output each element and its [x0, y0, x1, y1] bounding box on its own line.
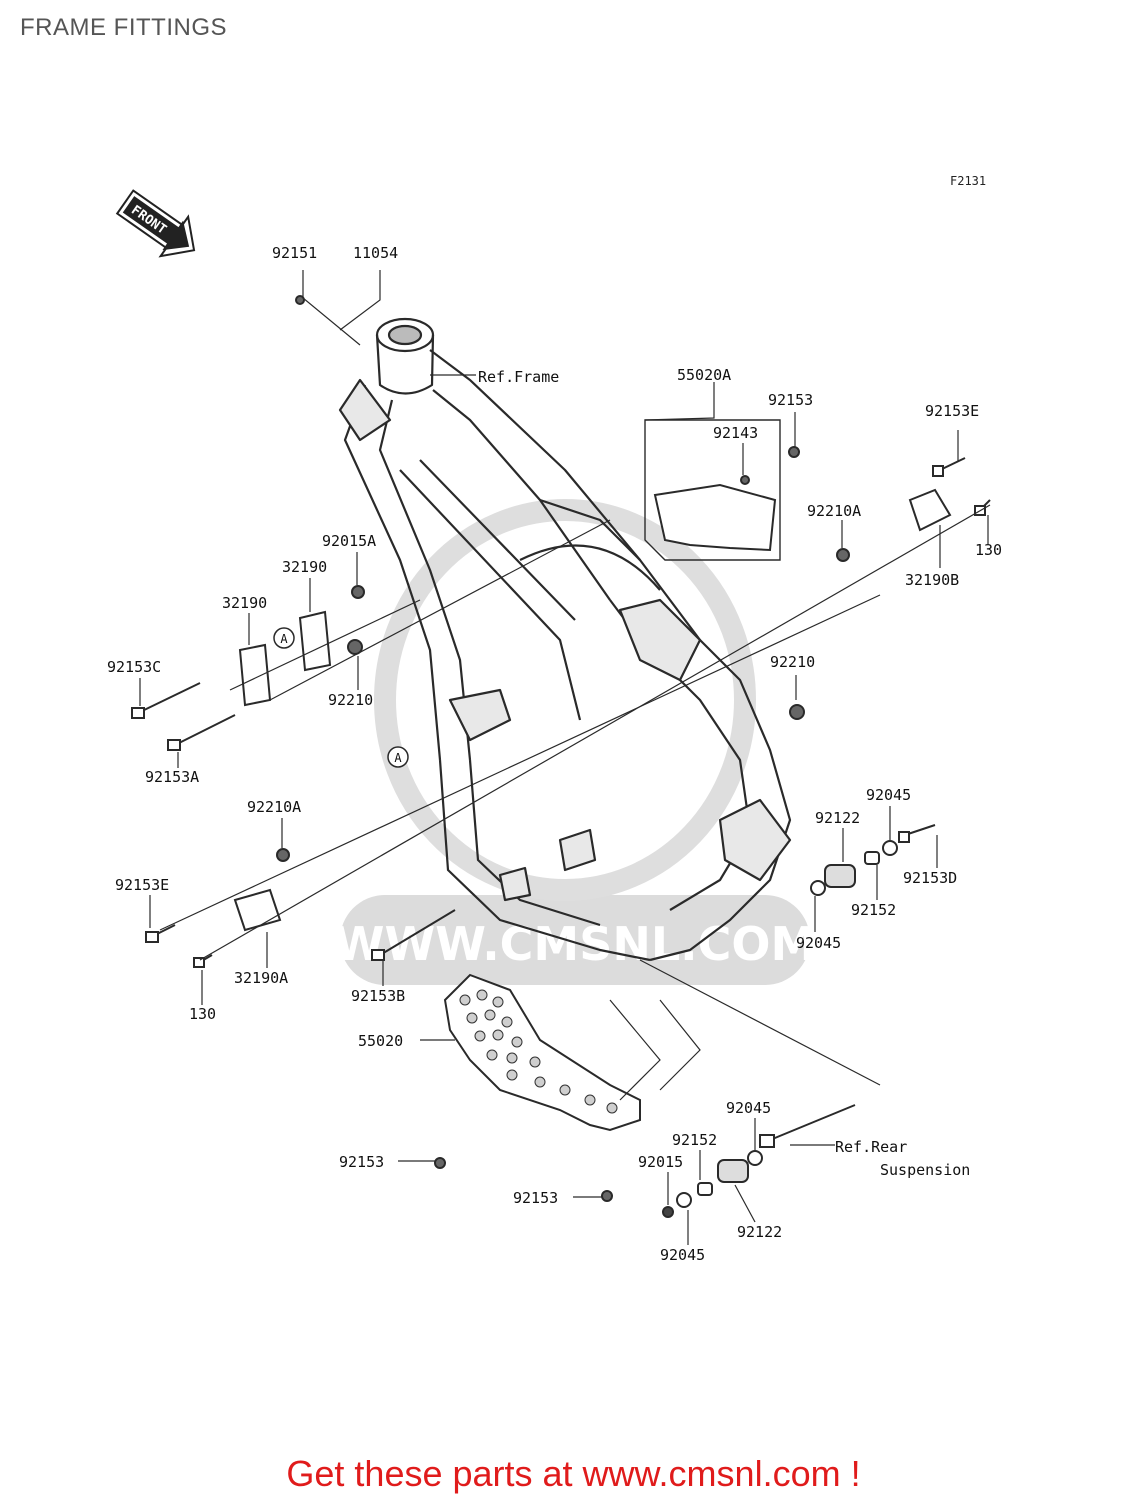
part-label: 130: [189, 1005, 216, 1023]
page-title: FRAME FITTINGS: [20, 14, 227, 41]
part-label: 11054: [353, 244, 398, 262]
front-arrow-icon: FRONT: [115, 189, 196, 258]
part-label: 32190: [282, 558, 327, 576]
part-label: 92210A: [247, 798, 301, 816]
part-label: 92122: [737, 1223, 782, 1241]
part-label: 92153E: [925, 402, 979, 420]
part-label: 92153B: [351, 987, 405, 1005]
figure-code: F2131: [950, 174, 986, 188]
part-label: 92015: [638, 1153, 683, 1171]
part-label: 92045: [796, 934, 841, 952]
part-label: 92210A: [807, 502, 861, 520]
fasteners-illustration: [131, 295, 991, 1218]
promo-link[interactable]: Get these parts at www.cmsnl.com !: [286, 1453, 861, 1494]
part-label: 92152: [672, 1131, 717, 1149]
part-label: 92122: [815, 809, 860, 827]
part-label: 92210: [328, 691, 373, 709]
part-label: 92153D: [903, 869, 957, 887]
part-label: 92153: [768, 391, 813, 409]
part-label: 92045: [866, 786, 911, 804]
part-label: 92015A: [322, 532, 376, 550]
part-label: 130: [975, 541, 1002, 559]
callout-a-upper: A: [273, 627, 295, 649]
skid-plate-illustration: [443, 973, 641, 1132]
part-label: 32190A: [234, 969, 288, 987]
part-labels: 92151 11054 55020A 92153 92143 92153E 92…: [107, 244, 1002, 1264]
ref-frame-label: Ref.Frame: [478, 368, 559, 386]
part-label: 92210: [770, 653, 815, 671]
part-label: 92153: [513, 1189, 558, 1207]
part-label: 92151: [272, 244, 317, 262]
part-label: 92153A: [145, 768, 199, 786]
part-label: 92152: [851, 901, 896, 919]
part-label: 92153E: [115, 876, 169, 894]
part-label: 55020: [358, 1032, 403, 1050]
brackets-illustration: [233, 488, 952, 932]
part-label: 32190: [222, 594, 267, 612]
part-label: 92153: [339, 1153, 384, 1171]
part-label: 92045: [726, 1099, 771, 1117]
ref-rear-suspension-label-1: Ref.Rear: [835, 1138, 907, 1156]
callout-a-label: A: [280, 632, 288, 646]
part-label: 92153C: [107, 658, 161, 676]
part-label: 92143: [713, 424, 758, 442]
leader-lines: [139, 270, 991, 1245]
ref-rear-suspension-label-2: Suspension: [880, 1161, 970, 1179]
part-label: 92045: [660, 1246, 705, 1264]
watermark-text: WWW.CMSNL.COM: [334, 917, 817, 971]
callout-a-label: A: [394, 751, 402, 765]
watermark: WWW.CMSNL.COM: [334, 499, 817, 985]
part-label: 32190B: [905, 571, 959, 589]
frame-illustration: [338, 317, 792, 962]
part-label: 55020A: [677, 366, 731, 384]
callout-a-lower: A: [387, 746, 409, 768]
guard-illustration: [653, 483, 777, 552]
